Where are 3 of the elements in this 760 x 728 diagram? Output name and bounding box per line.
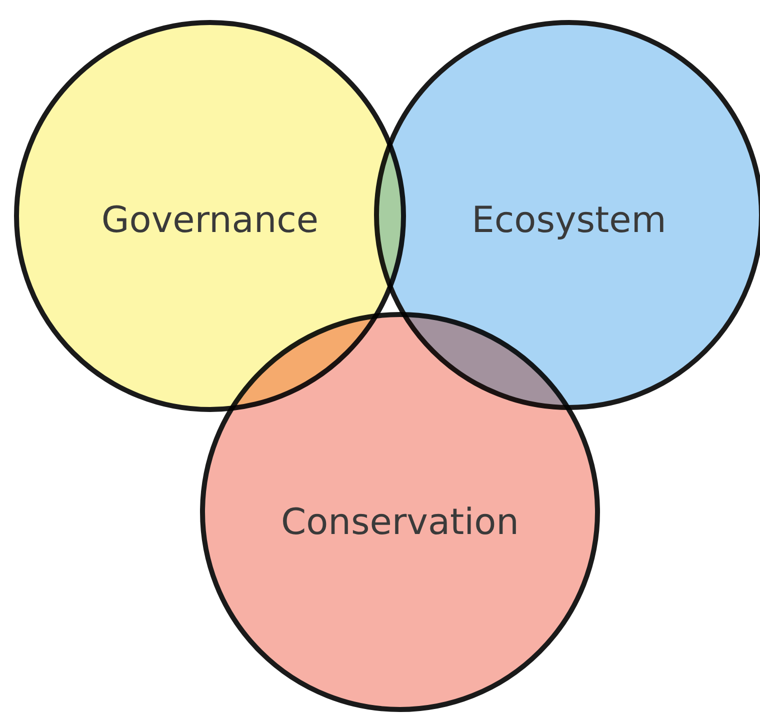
circle-label: Ecosystem [470,200,668,241]
circle-label: Governance [100,200,320,241]
circle-label: Conservation [280,502,520,543]
